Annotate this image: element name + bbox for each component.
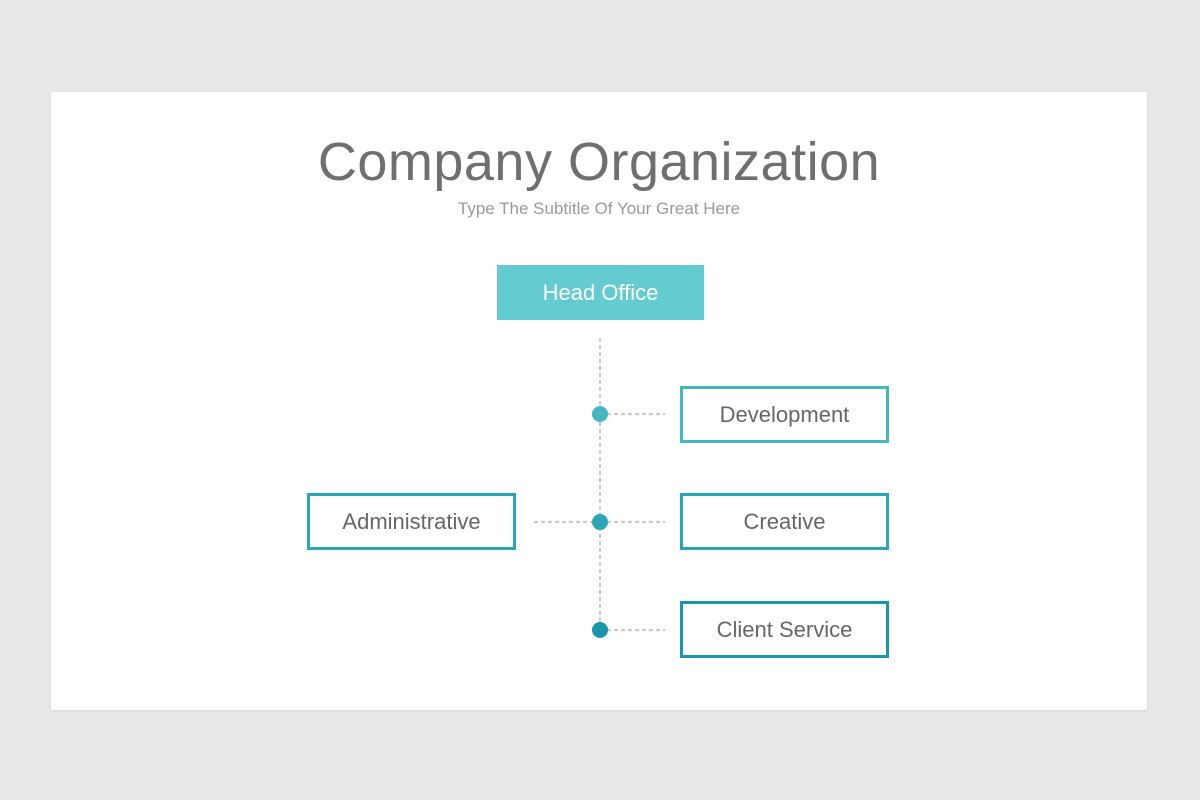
creative-junction-dot (592, 514, 608, 530)
slide-subtitle: Type The Subtitle Of Your Great Here (457, 199, 741, 218)
creative-node: Creative (680, 493, 889, 550)
development-junction-dot (592, 406, 608, 422)
head-office-node: Head Office (497, 265, 704, 320)
slide-title: Company Organization (317, 132, 881, 192)
client-service-junction-dot (592, 622, 608, 638)
slide: Company Organization Type The Subtitle O… (51, 92, 1147, 710)
org-chart-connectors (534, 338, 665, 638)
client-service-node: Client Service (680, 601, 889, 658)
development-node: Development (680, 386, 889, 443)
administrative-node: Administrative (307, 493, 516, 550)
